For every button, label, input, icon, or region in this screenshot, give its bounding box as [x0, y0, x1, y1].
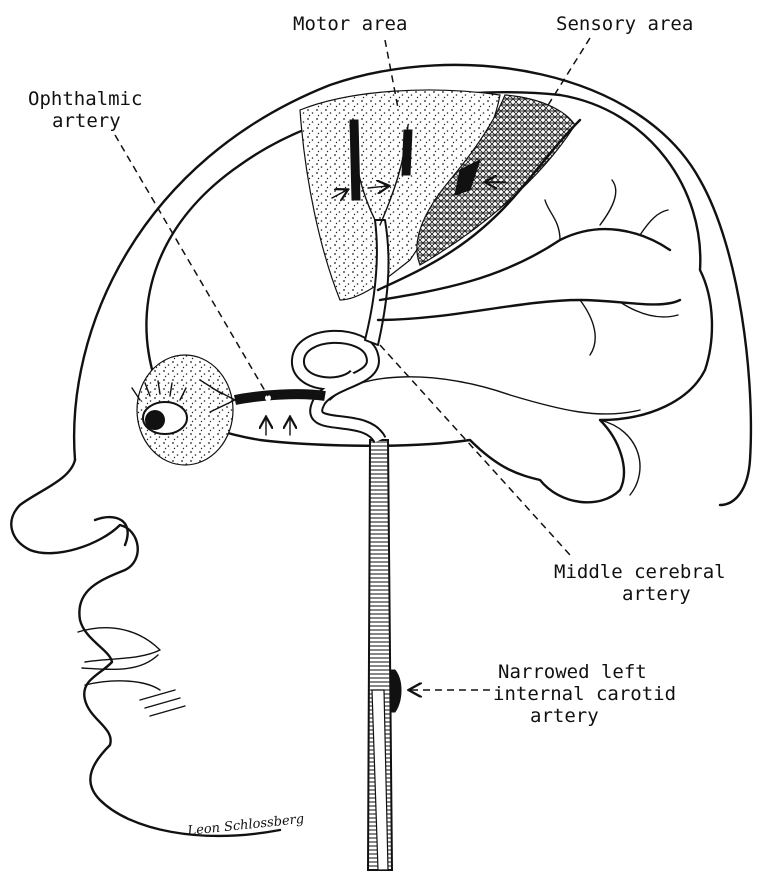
label-ophthalmic-line2: artery	[52, 110, 121, 132]
label-sensory-area: Sensory area	[556, 13, 693, 35]
temporal-lobe-line	[330, 377, 640, 414]
carotid-narrowing	[390, 670, 401, 712]
eye-iris	[145, 410, 165, 430]
label-carotid-line2: internal carotid	[493, 683, 676, 705]
jaw-shading	[140, 690, 185, 716]
label-motor-area: Motor area	[293, 13, 407, 35]
label-carotid-line3: artery	[530, 705, 599, 727]
siphon-lumen	[298, 337, 380, 440]
face-profile	[11, 460, 280, 836]
label-ophthalmic-line1: Ophthalmic	[28, 88, 142, 110]
ophthalmic-artery-segment	[235, 394, 325, 400]
label-middle-cerebral-line1: Middle cerebral	[554, 561, 726, 583]
label-carotid-line1: Narrowed left	[498, 661, 647, 683]
embolus-2	[402, 130, 412, 175]
leader-sensory-area	[545, 38, 590, 110]
leader-middle-cerebral	[380, 345, 570, 555]
cerebellum	[600, 420, 640, 495]
embolus-1	[350, 120, 360, 200]
label-middle-cerebral-line2: artery	[622, 583, 691, 605]
